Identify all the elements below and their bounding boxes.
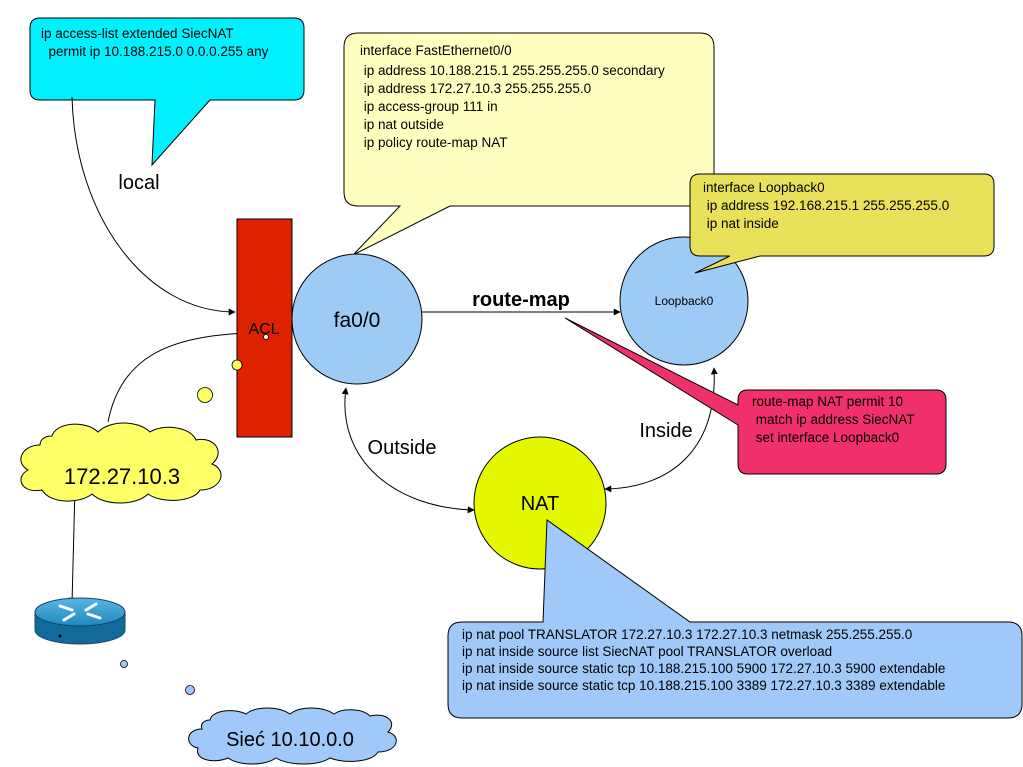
svg-text:interface Loopback0 ip: interface Loopback0 ip address 192.168.2…: [703, 180, 953, 231]
loopback-node[interactable]: Loopback0: [619, 236, 749, 366]
loopback-circle: [619, 236, 749, 366]
router-led: [58, 634, 62, 638]
fa0-callout-line: ip address 10.188.215.1 255.255.255.0 se…: [360, 63, 665, 78]
loopback-callout-line: ip nat inside: [703, 216, 779, 231]
cloud-to-router-edge: [68, 486, 76, 605]
outside-edge: [341, 387, 475, 514]
router-icon[interactable]: [34, 597, 126, 645]
fa0-callout-line: ip nat outside: [360, 117, 444, 132]
fa0-node[interactable]: fa0/0: [291, 253, 423, 385]
acl-callout-line: ip access-list extended SiecNAT: [41, 26, 233, 41]
cloud-siec-node[interactable]: Sieć 10.10.0.0: [188, 707, 397, 765]
cloud-172-node[interactable]: 172.27.10.3: [20, 422, 222, 504]
router-top: [34, 597, 126, 627]
acl-node[interactable]: ACL: [236, 218, 293, 438]
thought-bubble-dots: [197, 359, 243, 403]
acl-callout-line: permit ip 10.188.215.0 0.0.0.255 any: [41, 44, 269, 59]
nat-callout-shape: [447, 519, 1023, 719]
loopback-config-callout: interface Loopback0 ip address 192.168.2…: [689, 173, 995, 274]
nat-callout-line: ip nat inside source static tcp 10.188.2…: [462, 678, 945, 693]
routemap-config-callout: route-map NAT permit 10 match ip address…: [564, 317, 947, 475]
loopback-callout-line: interface Loopback0: [703, 180, 825, 195]
thought-dot: [185, 685, 195, 695]
acl-label: ACL: [248, 321, 279, 338]
nat-callout-line: ip nat inside source list SiecNAT pool T…: [462, 644, 832, 659]
thought-bubble-dots-blue: [120, 660, 195, 695]
edges: [68, 96, 718, 605]
route-map-edge-label: route-map: [472, 289, 570, 311]
nat-node[interactable]: NAT: [473, 436, 607, 570]
nat-label: NAT: [521, 493, 560, 515]
loopback-callout-shape: [689, 173, 995, 274]
fa0-config-callout: interface FastEthernet0/0 ip address 10.…: [343, 32, 715, 256]
nat-config-callout: ip nat pool TRANSLATOR 172.27.10.3 172.2…: [447, 519, 1023, 719]
acl-block: [236, 218, 293, 438]
fa0-callout-line: ip access-group 111 in: [360, 99, 498, 114]
acl-config-callout: ip access-list extended SiecNAT permit i…: [29, 17, 305, 167]
routemap-callout-line: route-map NAT permit 10: [752, 394, 903, 409]
cloud-172-shape: [20, 422, 222, 504]
fa0-callout-line: ip policy route-map NAT: [360, 135, 508, 150]
svg-text:interface FastEthernet0/0: interface FastEthernet0/0 ip address 10.…: [360, 43, 669, 150]
acl-connector-dot: [263, 334, 269, 340]
outside-edge-label: Outside: [368, 437, 437, 459]
nat-circle: [473, 436, 607, 570]
fa0-circle: [291, 253, 423, 385]
router-arrows: [58, 602, 102, 622]
cloud-to-acl-edge: [107, 329, 253, 423]
routemap-callout-line: set interface Loopback0: [752, 430, 899, 445]
nat-callout-line: ip nat inside source static tcp 10.188.2…: [462, 661, 945, 676]
cloud-siec-shape: [188, 707, 397, 765]
inside-edge-label: Inside: [639, 420, 692, 442]
routemap-callout-shape: [564, 317, 947, 475]
fa0-callout-line: ip address 172.27.10.3 255.255.255.0: [360, 81, 591, 96]
loopback-callout-line: ip address 192.168.215.1 255.255.255.0: [703, 198, 949, 213]
cloud-siec-label: Sieć 10.10.0.0: [226, 729, 354, 751]
local-edge-label: local: [118, 172, 159, 194]
fa0-label: fa0/0: [334, 309, 381, 332]
thought-dot: [120, 660, 128, 668]
nat-callout-line: ip nat pool TRANSLATOR 172.27.10.3 172.2…: [462, 627, 912, 642]
thought-dot: [231, 359, 243, 371]
loopback-label: Loopback0: [655, 294, 714, 308]
fa0-callout-line: interface FastEthernet0/0: [360, 43, 512, 58]
thought-dot: [197, 387, 213, 403]
svg-text:ip nat pool TRANSLATOR 172.27.: ip nat pool TRANSLATOR 172.27.10.3 172.2…: [462, 627, 949, 693]
routemap-callout-line: match ip address SiecNAT: [752, 412, 914, 427]
svg-text:ip access-list extended SiecNA: ip access-list extended SiecNAT permit i…: [41, 26, 269, 59]
cloud-172-label: 172.27.10.3: [64, 464, 180, 489]
acl-callout-shape: [29, 17, 305, 167]
svg-text:route-map NAT permit 10: route-map NAT permit 10 match ip address…: [752, 394, 918, 445]
local-edge: [71, 96, 236, 316]
